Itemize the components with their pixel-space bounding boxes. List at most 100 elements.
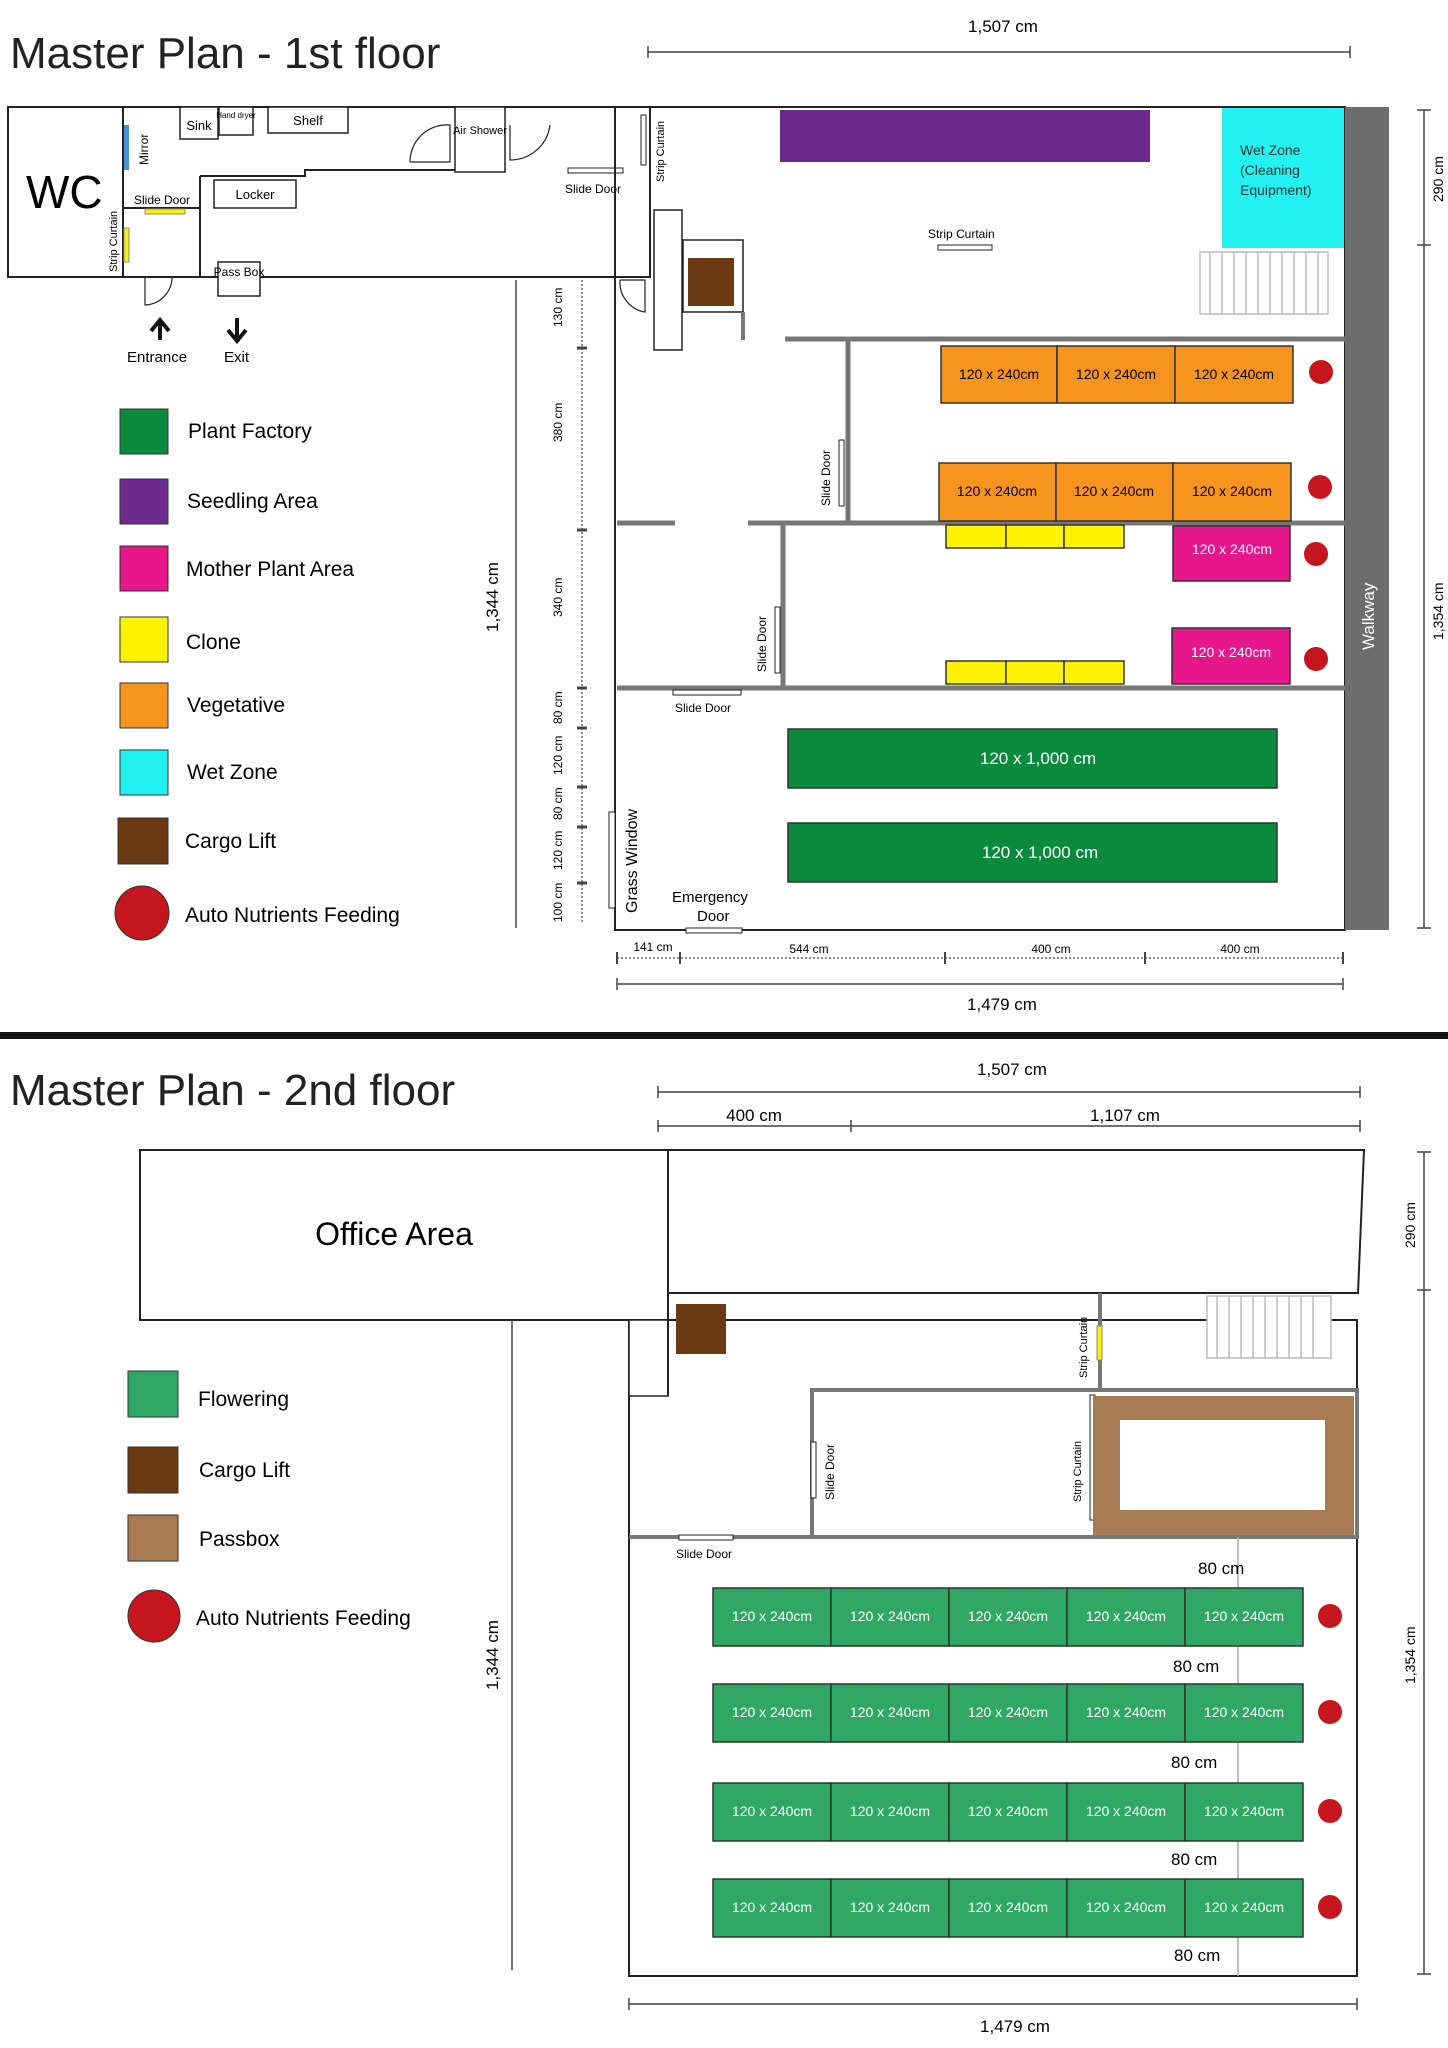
f2-lift-shaft <box>628 1319 669 1397</box>
f1-veg-slide-door-label: Slide Door <box>819 450 833 506</box>
f1-corridor-slide-door <box>567 167 624 174</box>
f2-row-gap-label: 80 cm <box>1171 1753 1217 1772</box>
f1-legend-swatch <box>119 682 169 729</box>
f2-flowering-beds: 120 x 240cm 120 x 240cm 120 x 240cm 120 x 2… <box>712 1587 1342 1938</box>
f1-dim-bottom-seg: 141 cm <box>633 940 672 954</box>
f2-legend: Flowering Cargo Lift Passbox Auto Nutrie… <box>127 1370 411 1643</box>
f1-mother-bed-label: 120 x 240cm <box>1191 644 1271 660</box>
f2-dim-left-total: 1,344 cm <box>483 1620 502 1690</box>
f1-legend-feeder-dot <box>114 885 170 941</box>
f1-locker <box>213 179 297 209</box>
f1-dim-bottom-total: 1,479 cm <box>967 995 1037 1014</box>
f1-shelf-label: Shelf <box>293 113 323 128</box>
f1-dim-left-total: 1,344 cm <box>483 562 502 632</box>
f2-flowering-bed-label: 120 x 240cm <box>968 1899 1048 1915</box>
f1-dim-bottom-seg: 400 cm <box>1220 942 1259 956</box>
f1-veg-bed <box>1055 462 1174 522</box>
f1-clone-tray <box>1063 524 1125 549</box>
f1-dim-left-seg: 120 cm <box>551 736 565 775</box>
f2-feeder-dot <box>1318 1604 1342 1628</box>
f1-veg-bed-label: 120 x 240cm <box>1074 483 1154 499</box>
f1-top-strip-curtain-label: Strip Curtain <box>928 227 995 241</box>
f1-wet-zone <box>1222 108 1344 248</box>
f2-row-gap-label: 80 cm <box>1171 1850 1217 1869</box>
f2-flowering-bed <box>1066 1782 1186 1842</box>
f2-flowering-bed-label: 120 x 240cm <box>1204 1608 1284 1624</box>
f2-flowering-bed-label: 120 x 240cm <box>1086 1803 1166 1819</box>
f2-dim-right-total: 1,354 cm <box>1402 1626 1418 1684</box>
f2-flowering-bed <box>712 1782 832 1842</box>
f1-veg-slide-door <box>838 439 845 507</box>
f1-dim-left-seg: 120 cm <box>551 831 565 870</box>
f2-slide-door-label: Slide Door <box>676 1547 732 1561</box>
f1-clone-slide-door <box>774 606 781 674</box>
f1-plant-factory-bed <box>787 728 1278 789</box>
f2-flowering-bed <box>830 1587 950 1647</box>
f2-flowering-bed <box>830 1878 950 1938</box>
f1-entrance-arrow-icon <box>149 316 171 340</box>
f2-flowering-bed-label: 120 x 240cm <box>732 1899 812 1915</box>
f2-legend-label: Flowering <box>198 1388 289 1411</box>
f1-wc-label: WC <box>26 166 103 218</box>
f2-flowering-bed <box>830 1782 950 1842</box>
f1-entrance-door <box>144 276 173 306</box>
f2-flowering-bed <box>712 1878 832 1938</box>
f2-flowering-bed-label: 120 x 240cm <box>732 1803 812 1819</box>
f1-mother-bed <box>1171 627 1291 685</box>
f1-mother-bed <box>1172 525 1291 582</box>
f1-top-strip-curtain <box>937 244 993 251</box>
f2-legend-label: Auto Nutrients Feeding <box>196 1607 411 1630</box>
f1-legend-swatch <box>119 545 169 592</box>
f1-veg-bed <box>1172 462 1292 522</box>
f1-dim-right-total: 1,354 cm <box>1430 582 1446 640</box>
f2-flowering-bed-label: 120 x 240cm <box>1204 1704 1284 1720</box>
f2-flowering-bed-label: 120 x 240cm <box>1086 1608 1166 1624</box>
f1-locker-label: Locker <box>235 187 275 202</box>
f1-veg-bed <box>1056 345 1176 404</box>
f1-clone-tray <box>945 524 1007 549</box>
f1-legend-swatch <box>119 478 169 525</box>
f1-lift-door <box>619 279 646 313</box>
f2-row-gap-label: 80 cm <box>1198 1559 1244 1578</box>
f1-veg-bed-label: 120 x 240cm <box>1194 366 1274 382</box>
f1-wc-slide-door <box>144 208 186 215</box>
f1-air-shower-door-right <box>509 124 551 161</box>
f1-air-shower-label: Air Shower <box>453 125 507 137</box>
f1-dim-top-label: 1,507 cm <box>968 17 1038 36</box>
f1-legend-label: Auto Nutrients Feeding <box>185 904 400 927</box>
f2-passbox <box>1093 1396 1354 1536</box>
f1-veg-bed-label: 120 x 240cm <box>1076 366 1156 382</box>
f1-plant-factory-bed <box>787 822 1278 883</box>
f2-upper-hall <box>668 1149 1366 1294</box>
f1-legend-label: Cargo Lift <box>185 830 276 853</box>
f1-legend: Plant Factory Seedling Area Mother Plant… <box>114 408 400 941</box>
f1-mirror <box>124 125 129 170</box>
f2-feeder-dot <box>1318 1700 1342 1724</box>
f1-feeder-dot <box>1308 475 1332 499</box>
f1-grass-window-label: Grass Window <box>624 809 641 913</box>
f1-hand-dryer <box>218 106 254 136</box>
f1-dim-left-seg: 80 cm <box>551 691 565 724</box>
f1-dim-left-ticks <box>577 346 587 885</box>
f1-legend-label: Wet Zone <box>187 761 278 784</box>
f2-flowering-bed <box>1066 1878 1186 1938</box>
f1-grass-window <box>608 811 616 909</box>
f2-strip-curtain-top <box>1096 1325 1103 1361</box>
f2-stairs <box>1206 1295 1332 1359</box>
f1-clone-slide-door-label: Slide Door <box>755 616 769 672</box>
f1-corridor-wall <box>200 169 460 177</box>
f1-flower-slide-door-label: Slide Door <box>675 701 731 715</box>
f2-dim-top-label: 1,507 cm <box>977 1060 1047 1079</box>
f1-veg-bed-label: 120 x 240cm <box>959 366 1039 382</box>
f1-dim-bottom-ticks <box>616 952 1344 964</box>
f2-flowering-bed <box>712 1587 832 1647</box>
f2-feeder-dot <box>1318 1799 1342 1823</box>
f1-clone-tray <box>1063 660 1125 685</box>
